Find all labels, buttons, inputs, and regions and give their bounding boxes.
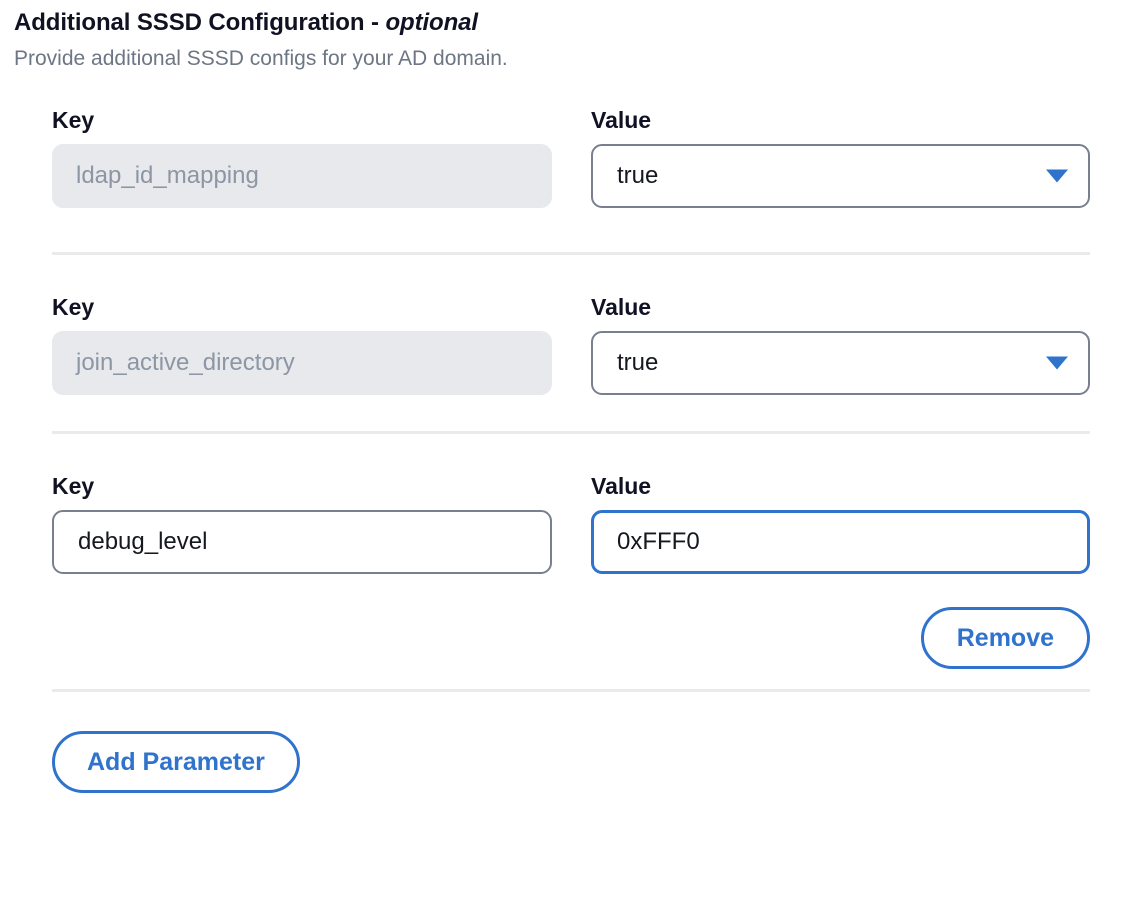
section-header: Additional SSSD Configuration - optional… bbox=[0, 0, 1124, 72]
remove-button[interactable]: Remove bbox=[920, 607, 1090, 669]
value-select[interactable]: true bbox=[591, 331, 1090, 395]
section-title-separator: - bbox=[364, 9, 386, 36]
row-divider bbox=[52, 689, 1090, 692]
value-field-group: Value true bbox=[591, 293, 1090, 395]
value-field-group: Value true bbox=[591, 106, 1090, 208]
key-field-group: Key ldap_id_mapping bbox=[52, 106, 552, 208]
key-label: Key bbox=[52, 294, 95, 320]
row-divider bbox=[52, 431, 1090, 434]
section-title-optional: optional bbox=[385, 9, 478, 36]
section-title-main: Additional SSSD Configuration bbox=[14, 9, 365, 36]
value-input[interactable]: 0xFFF0 bbox=[591, 510, 1090, 574]
key-input[interactable]: debug_level bbox=[52, 510, 552, 574]
add-parameter-row: Add Parameter bbox=[0, 731, 1124, 793]
value-label: Value bbox=[591, 294, 652, 320]
add-parameter-button[interactable]: Add Parameter bbox=[52, 731, 300, 793]
key-field-group: Key debug_level bbox=[52, 472, 552, 574]
parameter-row: Key debug_level Value 0xFFF0 bbox=[0, 472, 1124, 574]
section-subtitle: Provide additional SSSD configs for your… bbox=[14, 47, 508, 70]
key-input[interactable]: ldap_id_mapping bbox=[52, 144, 552, 208]
value-field-group: Value 0xFFF0 bbox=[591, 472, 1090, 574]
value-label: Value bbox=[591, 473, 652, 499]
parameter-row: Key ldap_id_mapping Value true bbox=[0, 106, 1124, 208]
row-divider bbox=[52, 252, 1090, 255]
section-title: Additional SSSD Configuration - optional bbox=[14, 8, 1124, 38]
parameter-rows: Key ldap_id_mapping Value true Key join_… bbox=[0, 106, 1124, 793]
value-label: Value bbox=[591, 107, 652, 133]
value-select-wrapper: true bbox=[591, 331, 1090, 395]
key-label: Key bbox=[52, 473, 95, 499]
key-label: Key bbox=[52, 107, 95, 133]
value-select[interactable]: true bbox=[591, 144, 1090, 208]
remove-button-row: Remove bbox=[0, 607, 1124, 669]
parameter-row: Key join_active_directory Value true bbox=[0, 293, 1124, 395]
key-field-group: Key join_active_directory bbox=[52, 293, 552, 395]
key-input[interactable]: join_active_directory bbox=[52, 331, 552, 395]
value-select-wrapper: true bbox=[591, 144, 1090, 208]
